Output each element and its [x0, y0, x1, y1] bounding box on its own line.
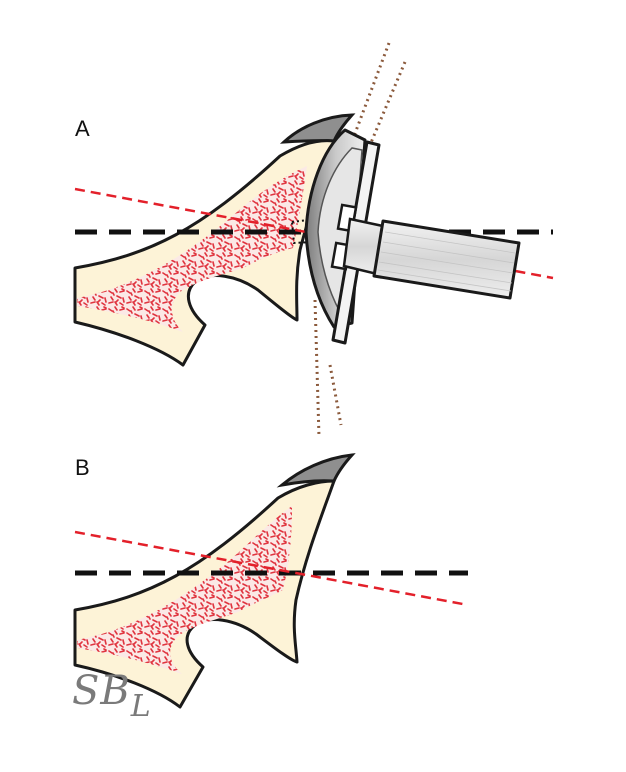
author-signature: SBL — [72, 668, 152, 724]
panel-label-a: A — [75, 116, 90, 141]
cartilage-cap-b — [276, 453, 356, 488]
guide-line-upper-right — [368, 61, 407, 146]
stem-texture — [377, 231, 516, 292]
cut-line-b — [74, 530, 469, 607]
signature-subscript: L — [130, 689, 152, 724]
cancellous-bone-b — [77, 506, 292, 674]
panel-label-b: B — [75, 455, 90, 480]
guide-line-lower-left — [313, 299, 321, 438]
signature-initials: SB — [72, 668, 131, 714]
cancellous-bone-a — [77, 166, 307, 332]
panel-b — [73, 453, 469, 709]
resection-outline — [290, 218, 314, 245]
cartilage-cap-a — [279, 113, 356, 144]
panel-a — [73, 42, 554, 438]
guide-line-lower-right — [328, 364, 343, 426]
